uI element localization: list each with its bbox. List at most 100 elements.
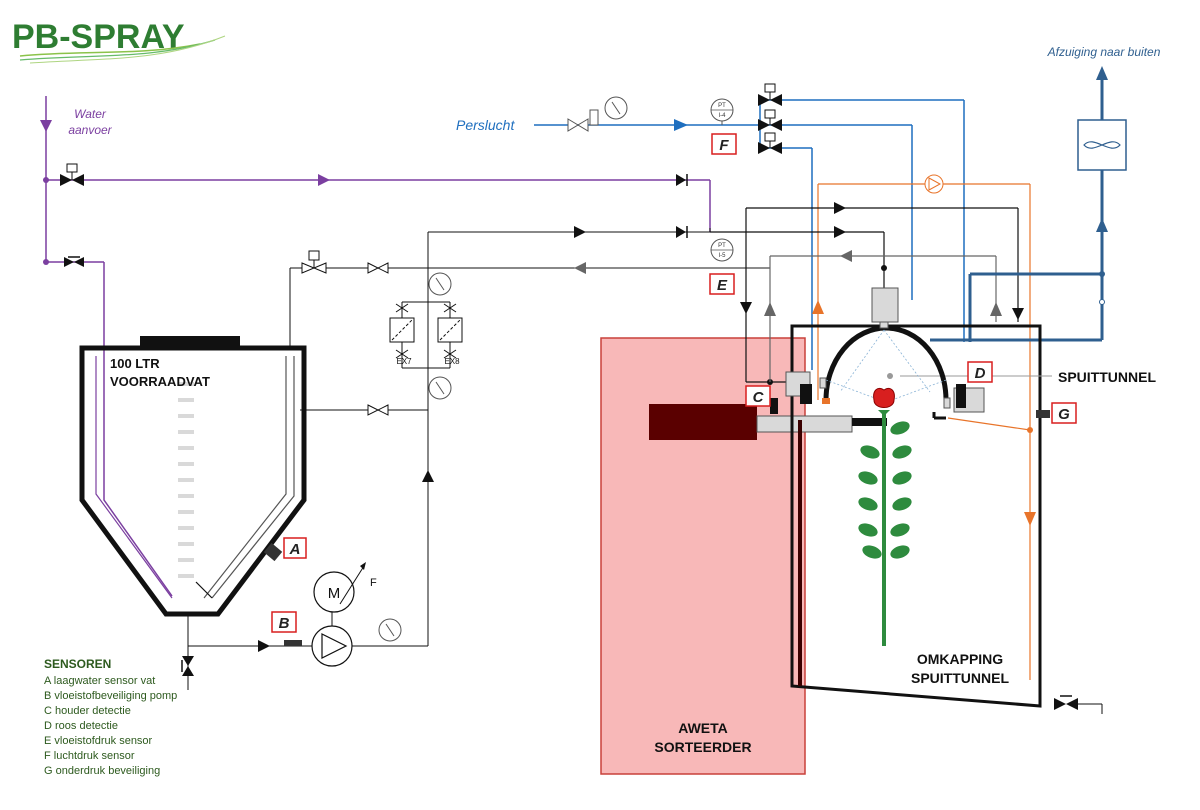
liquid-up-arrow <box>422 470 434 482</box>
tunnel-label: SPUITTUNNEL <box>1058 369 1156 385</box>
orange-down-arrow <box>1024 512 1036 526</box>
filter-1-label: EX7 <box>396 357 412 366</box>
liquid-lines <box>187 228 711 690</box>
sensor-b-label: B <box>279 615 290 632</box>
drain-valve[interactable] <box>181 656 194 676</box>
tunnel-enclosure <box>790 324 1042 708</box>
exhaust-out-arrow <box>1096 66 1108 80</box>
return-up-arrow-right <box>990 302 1002 316</box>
legend-item-g: G onderdruk beveiliging <box>44 765 160 777</box>
water-flow-arrow <box>318 174 330 186</box>
water-check-valve <box>676 174 686 186</box>
sorter-arm <box>649 404 757 440</box>
air-valve-1[interactable] <box>758 83 782 106</box>
spray-cones <box>825 329 947 401</box>
storage-tank <box>79 336 307 617</box>
sensor-legend: SENSOREN A laagwater sensor vat B vloeis… <box>44 657 177 777</box>
sensor-d-label: D <box>975 365 986 382</box>
filter-1 <box>389 303 415 359</box>
pump-inflow-arrow <box>258 640 270 652</box>
sensor-b-box <box>271 611 297 633</box>
feed-right-arrow-1 <box>834 202 846 214</box>
gauge-mid <box>428 376 452 400</box>
orange-up-arrow <box>812 300 824 314</box>
rose-stem <box>858 414 912 646</box>
sensor-a-label: A <box>289 541 301 558</box>
water-valve-main[interactable] <box>60 163 84 186</box>
sensor-g-box <box>1051 402 1077 424</box>
exhaust-fan <box>1077 119 1127 171</box>
liquid-right-arrow <box>574 226 586 238</box>
rose-flower <box>873 387 895 416</box>
filter-2-label: EX8 <box>444 357 460 366</box>
water-supply-label-1: Water <box>74 107 107 121</box>
top-nozzle <box>871 287 899 329</box>
return-left-arrow-2 <box>840 250 852 262</box>
sensor-e-label: E <box>717 277 728 294</box>
pt-air-top: PT <box>718 103 726 109</box>
exhaust-duct <box>930 70 1104 342</box>
air-valve-3[interactable] <box>758 132 782 154</box>
flow-label: F <box>370 577 377 589</box>
return-up-arrow-left <box>764 302 776 316</box>
filter-2 <box>437 303 463 359</box>
air-valve-2[interactable] <box>758 109 782 131</box>
return-valve-mid[interactable] <box>367 404 389 416</box>
air-flow-arrow <box>674 119 688 131</box>
return-valve-top[interactable] <box>367 262 389 274</box>
tank-label-1: 100 LTR <box>110 356 160 371</box>
pump-motor <box>313 562 366 613</box>
feed-down-arrow-left <box>740 302 752 314</box>
sensor-g-device <box>1036 410 1050 418</box>
sorter-label-1: AWETA <box>678 720 728 736</box>
legend-item-d: D roos detectie <box>44 720 118 732</box>
enclosure-drain-valve[interactable] <box>1054 695 1078 710</box>
water-supply-label-2: aanvoer <box>68 123 112 137</box>
pt-liquid-instrument: PT I-5 <box>710 238 734 262</box>
legend-item-c: C houder detectie <box>44 705 131 717</box>
tank-level-gauge <box>178 382 194 578</box>
pt-air-bottom: I-4 <box>718 113 726 119</box>
sensor-f-box <box>711 133 737 155</box>
logo: PB-SPRAY <box>12 18 226 64</box>
sensor-f-label: F <box>719 137 729 154</box>
legend-item-f: F luchtdruk sensor <box>44 750 135 762</box>
feed-down-arrow-right <box>1012 308 1024 320</box>
air-regulator[interactable] <box>567 96 628 132</box>
motor-label: M <box>328 585 341 602</box>
pt-air-instrument: PT I-4 <box>710 98 734 122</box>
exhaust-up-arrow <box>1096 218 1108 232</box>
sorter-label-2: SORTEERDER <box>654 739 751 755</box>
tank-label-2: VOORRAADVAT <box>110 374 210 389</box>
water-valve-tank[interactable] <box>64 256 84 267</box>
gauge-pump <box>378 618 402 642</box>
pt-liquid-bottom: I-5 <box>718 253 726 259</box>
exhaust-label: Afzuiging naar buiten <box>1047 45 1161 59</box>
compressed-air-label: Perslucht <box>456 117 515 133</box>
enclosure-label-1: OMKAPPING <box>917 651 1003 667</box>
holder-tip <box>852 418 887 426</box>
legend-item-b: B vloeistofbeveiliging pomp <box>44 690 177 702</box>
return-solenoid-valve[interactable] <box>301 250 327 274</box>
pt-liquid-top: PT <box>718 243 726 249</box>
gauge-top <box>428 272 452 296</box>
sensor-a-box <box>283 537 307 559</box>
sensor-g-label: G <box>1058 406 1070 423</box>
left-nozzle <box>785 371 830 404</box>
sensor-d-box <box>967 361 993 383</box>
orange-pump <box>924 174 944 194</box>
sensor-c-label: C <box>753 389 765 406</box>
sensor-b-device <box>284 640 302 646</box>
feed-right-arrow-2 <box>834 226 846 238</box>
water-supply-lines <box>45 96 711 597</box>
sensor-e-box <box>709 273 735 295</box>
legend-item-e: E vloeistofdruk sensor <box>44 735 153 747</box>
enclosure-label-2: SPUITTUNNEL <box>911 670 1009 686</box>
legend-title: SENSOREN <box>44 657 111 671</box>
sensor-a-device <box>263 542 283 562</box>
legend-item-a: A laagwater sensor vat <box>44 675 155 687</box>
water-inflow-arrow <box>40 120 52 132</box>
pump <box>311 625 353 667</box>
holder-rod <box>756 415 853 433</box>
sensor-c-box <box>745 385 771 407</box>
